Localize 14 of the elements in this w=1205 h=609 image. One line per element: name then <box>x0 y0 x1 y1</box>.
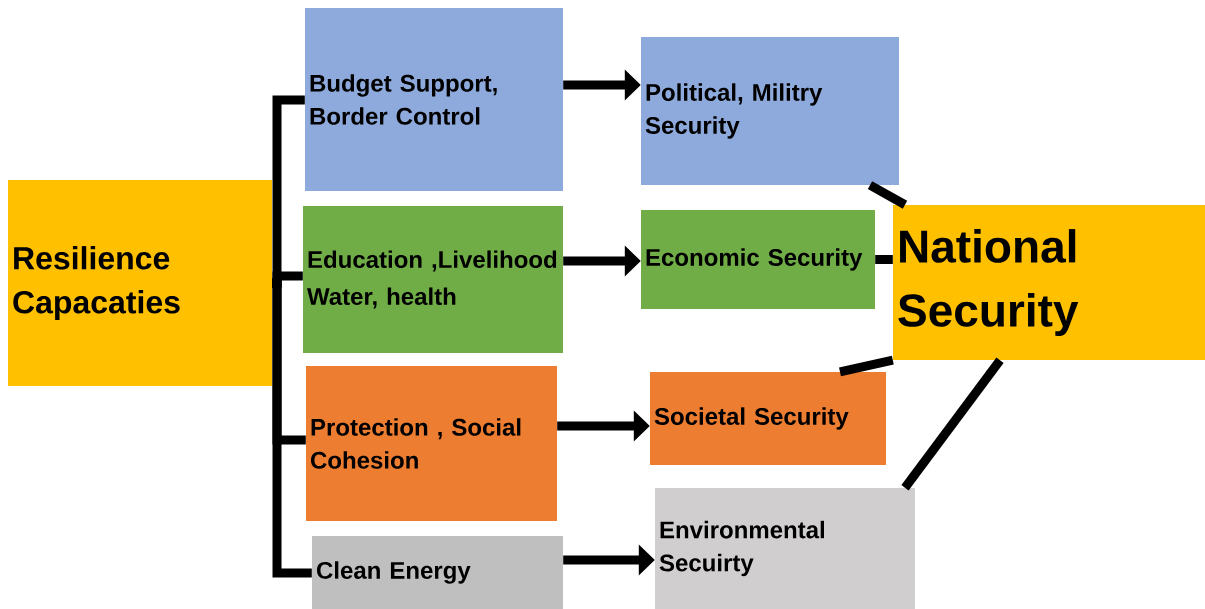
connector-line <box>867 181 908 209</box>
input-box: Protection , Social Cohesion <box>306 366 557 521</box>
security-box: Political, Militry Security <box>641 37 899 185</box>
goal-box: National Security <box>893 205 1205 360</box>
security-box: Economic Security <box>641 210 875 309</box>
connector-line <box>901 357 1004 491</box>
security-box: Environmental Secuirty <box>655 488 915 609</box>
connector-line <box>875 255 893 264</box>
connector-line <box>839 355 894 377</box>
input-box: Clean Energy <box>312 536 563 609</box>
security-box: Societal Security <box>650 372 886 465</box>
input-box: Education ,Livelihood Water, health <box>303 206 563 353</box>
input-box: Budget Support, Border Control <box>305 8 563 191</box>
capacity-box: Resilience Capacaties <box>8 180 272 386</box>
